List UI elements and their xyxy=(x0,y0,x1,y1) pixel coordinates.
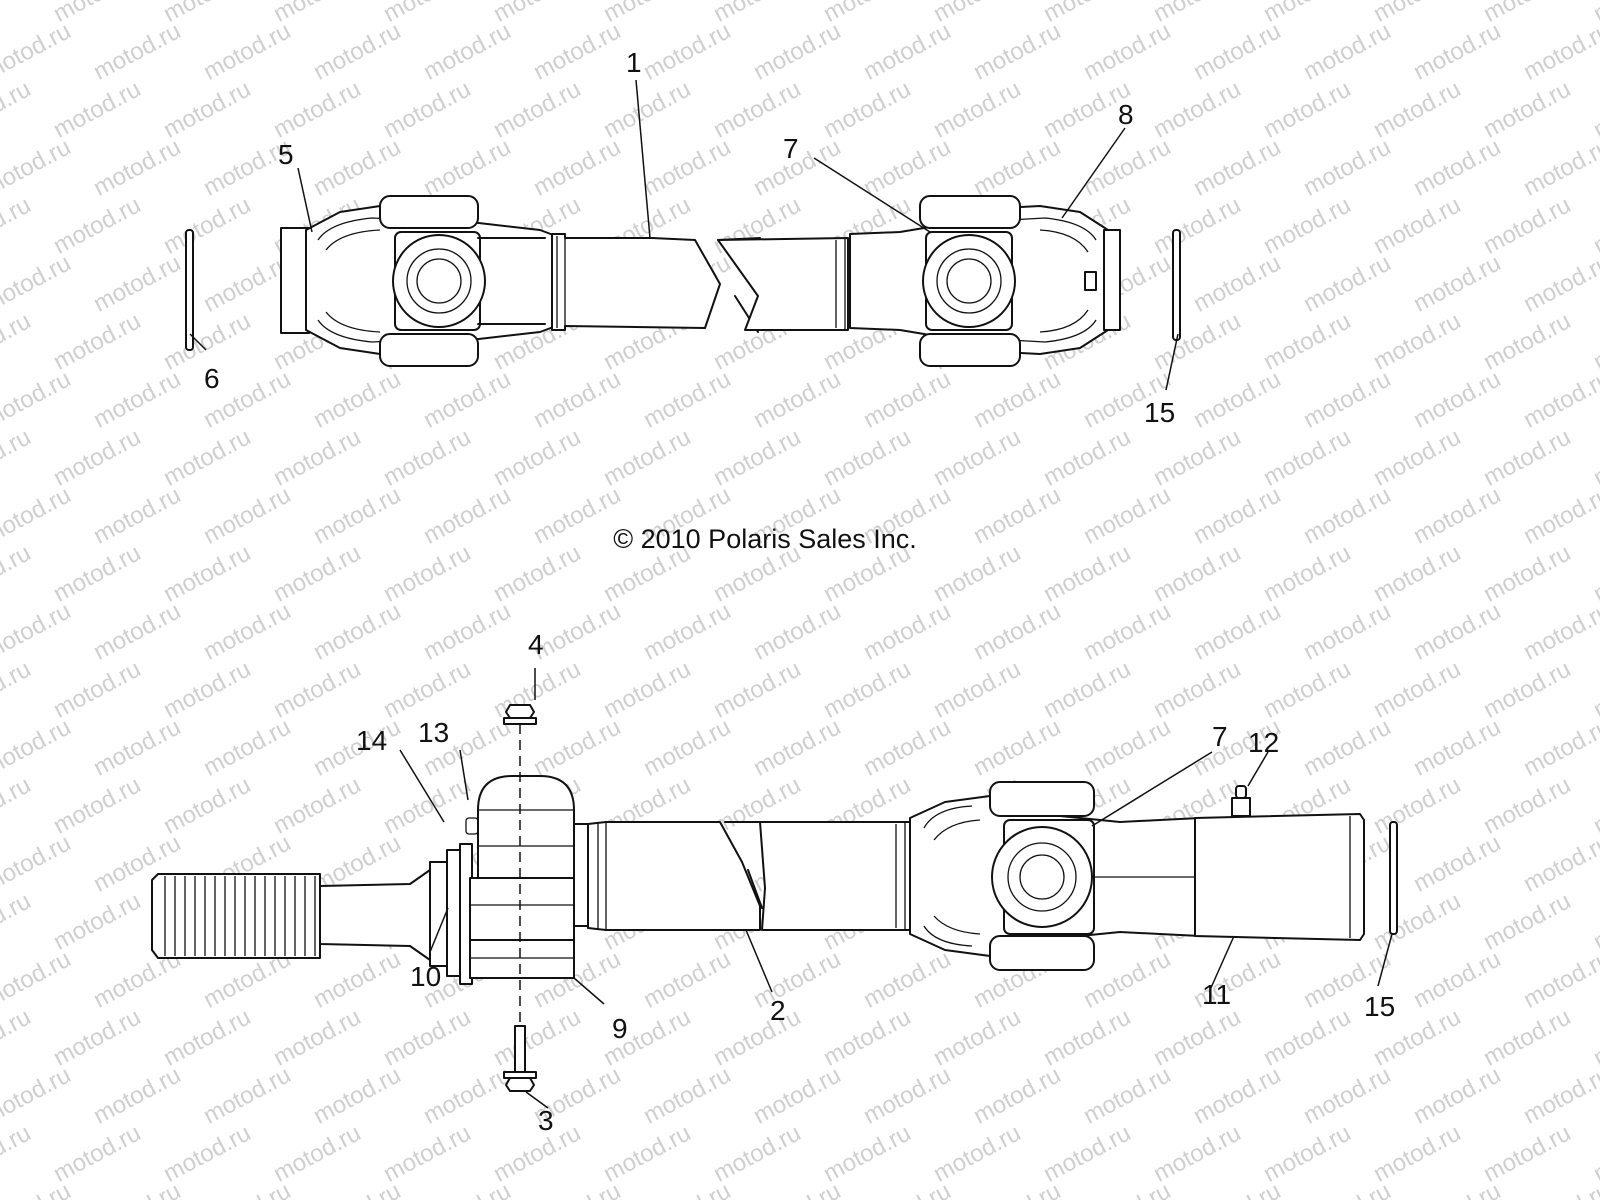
callout-11: 11 xyxy=(1202,979,1231,1010)
callout-2: 2 xyxy=(770,995,786,1026)
bearing-cap-right-top xyxy=(919,195,1021,229)
shaft-tube-2 xyxy=(587,821,761,931)
callout-15-lower: 15 xyxy=(1364,991,1395,1022)
callout-1: 1 xyxy=(626,47,642,78)
callout-14: 14 xyxy=(356,725,387,756)
retaining-ring-15-upper xyxy=(1172,229,1181,341)
yoke-end-cap-left xyxy=(280,227,310,334)
carrier-bearing-9 xyxy=(477,775,575,879)
callout-8: 8 xyxy=(1118,99,1134,130)
bolt-4 xyxy=(503,704,537,725)
callout-12: 12 xyxy=(1248,727,1279,758)
bearing-cap-right-bottom xyxy=(919,333,1021,367)
bearing-cap-lower-bottom xyxy=(989,935,1095,971)
seal-14 xyxy=(446,849,462,977)
callout-10: 10 xyxy=(410,961,441,992)
leader-lines xyxy=(189,79,1393,1109)
splined-stub xyxy=(151,873,321,959)
callout-9: 9 xyxy=(612,1013,628,1044)
bearing-cap-lower-top xyxy=(989,781,1095,817)
callout-4: 4 xyxy=(528,629,544,660)
lower-front-shaft-assembly xyxy=(151,704,1398,1092)
bolt-3 xyxy=(503,1025,537,1092)
callout-7-lower: 7 xyxy=(1212,721,1228,752)
upper-prop-shaft-assembly xyxy=(185,195,1181,367)
callout-7-upper: 7 xyxy=(783,133,799,164)
grease-fitting-12 xyxy=(1231,785,1251,817)
shaft-tube-1 xyxy=(551,233,721,331)
callout-5: 5 xyxy=(278,139,294,170)
callout-6: 6 xyxy=(204,363,220,394)
bearing-cap-left-bottom xyxy=(379,333,479,367)
retaining-ring-6 xyxy=(185,229,194,351)
copyright-notice: © 2010 Polaris Sales Inc. xyxy=(613,524,917,554)
bearing-cap-left-top xyxy=(379,195,479,229)
callout-labels: 1 5 6 7 8 15 4 14 13 7 12 10 9 2 11 15 3 xyxy=(204,47,1395,1136)
u-joint-bearing-lower xyxy=(991,826,1093,928)
callout-13: 13 xyxy=(418,717,449,748)
callout-15-upper: 15 xyxy=(1144,397,1175,428)
slip-yoke-11 xyxy=(1194,813,1365,941)
retaining-ring-15-lower xyxy=(1389,821,1398,935)
callout-3: 3 xyxy=(538,1105,554,1136)
yoke-end-cap-right xyxy=(1103,229,1121,331)
